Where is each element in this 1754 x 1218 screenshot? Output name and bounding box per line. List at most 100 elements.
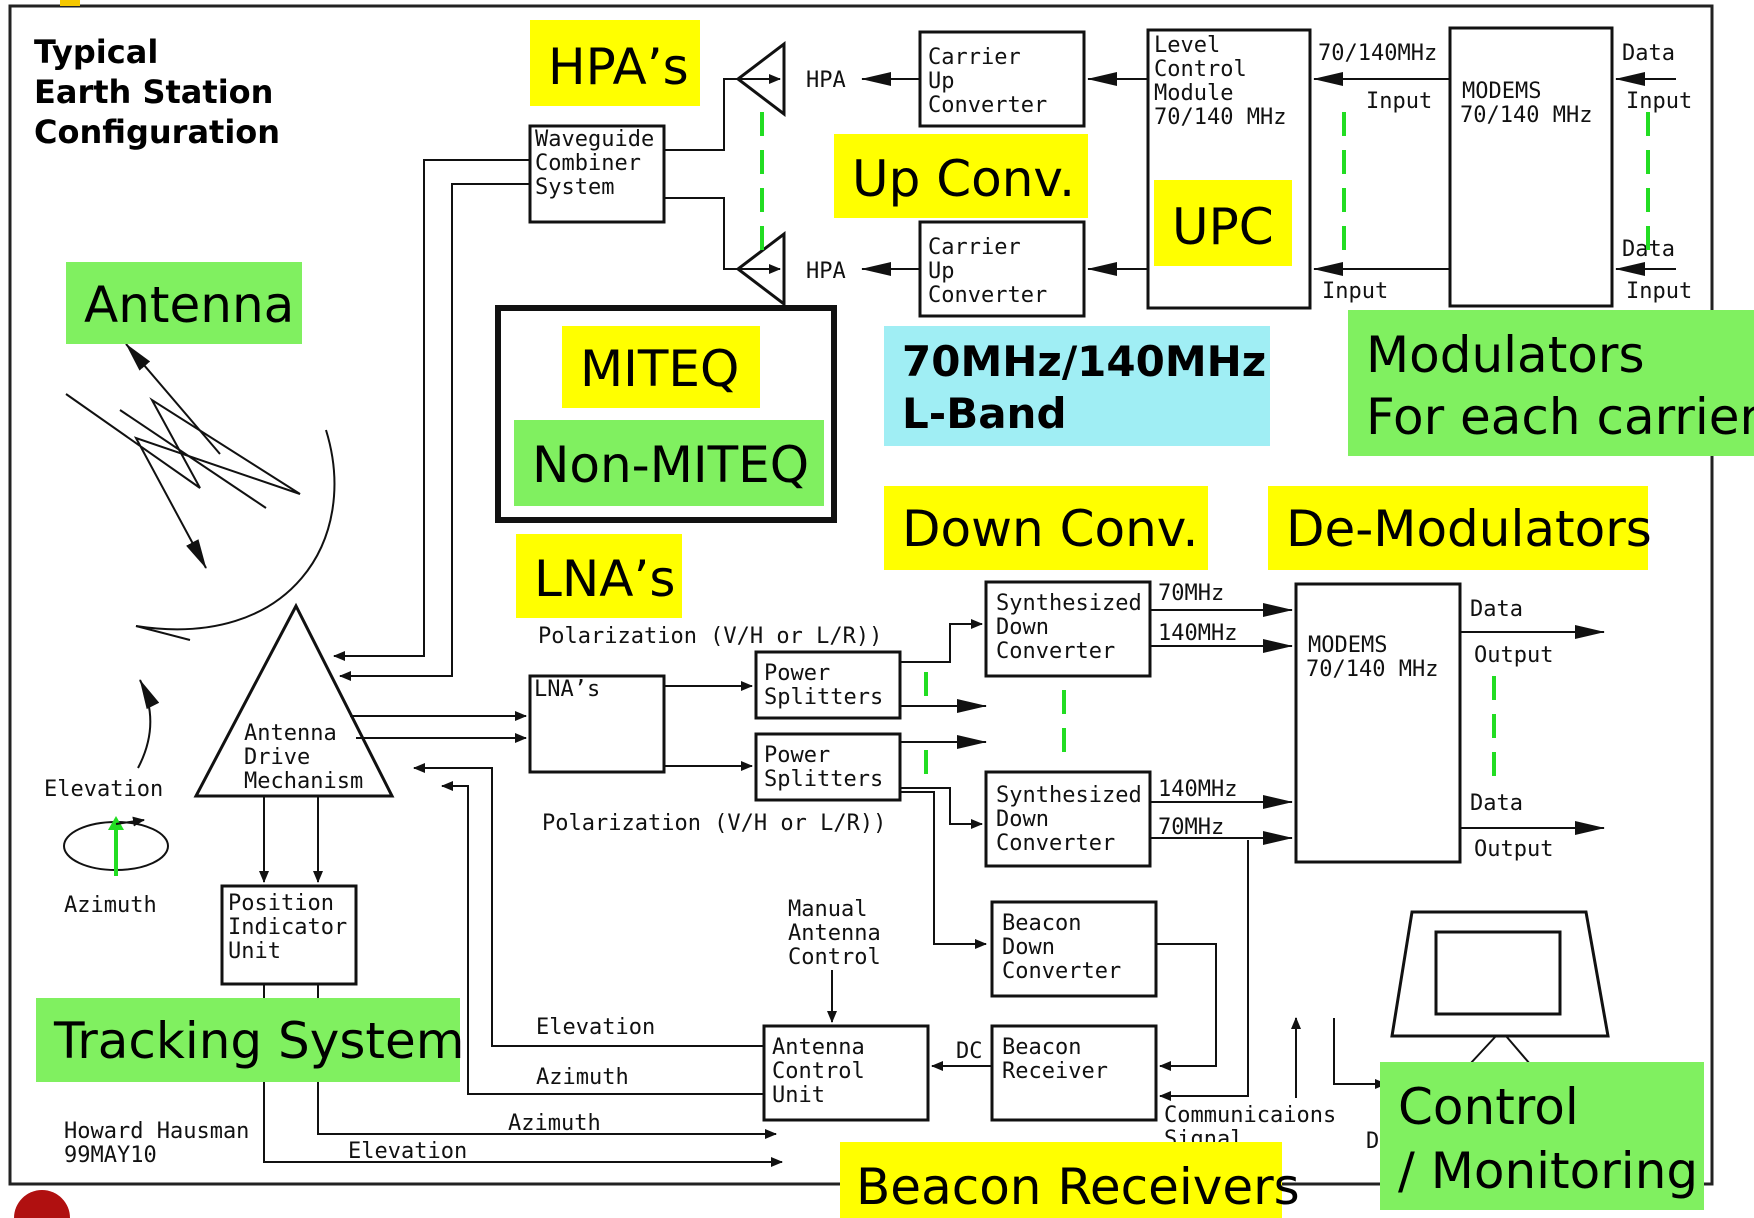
synth-down-top-3: Converter	[996, 639, 1115, 664]
control-highlight	[1380, 1062, 1704, 1210]
freq-line-1: 70MHz/140MHz	[902, 337, 1266, 386]
logo-fragment	[14, 1190, 70, 1218]
dish-rim	[135, 625, 191, 641]
azimuth-bottom-label: Azimuth	[508, 1111, 601, 1136]
signal-bolt-up	[125, 343, 221, 455]
wire-control-in	[1333, 1018, 1387, 1089]
corner-accent	[60, 0, 80, 6]
antenna-control-box	[762, 1024, 930, 1122]
title-line-3: Configuration	[34, 113, 280, 151]
antenna-highlight	[66, 262, 302, 344]
carrier-up-top-box	[918, 30, 1086, 128]
author-name: Howard Hausman	[64, 1119, 249, 1144]
wire-acu-drive-az	[441, 781, 764, 1095]
antenna-control-1: Antenna	[772, 1035, 865, 1060]
power-splitter-top-1: Power	[764, 661, 830, 686]
power-splitter-top-box	[754, 650, 902, 720]
synth-down-bottom-3: Converter	[996, 831, 1115, 856]
upc-highlight	[1154, 180, 1292, 266]
carrier-up-bottom-box	[918, 220, 1086, 318]
antenna-drive-2: Drive	[244, 745, 310, 770]
waveguide-combiner-box	[528, 124, 666, 224]
output-bottom: Output	[1474, 837, 1553, 862]
lnas-highlight	[516, 534, 682, 618]
position-indicator-box	[220, 884, 358, 986]
level-control-2: Control	[1154, 57, 1247, 82]
position-indicator-3: Unit	[228, 939, 281, 964]
freq-line-2: L-Band	[902, 389, 1067, 438]
elevation-line-label: Elevation	[536, 1015, 655, 1040]
synth-down-bottom-1: Synthesized	[996, 783, 1142, 808]
wire-ps-sdc-bottom	[900, 787, 983, 829]
beacon-receiver-box	[990, 1024, 1158, 1122]
wire-wg-antenna-2	[339, 183, 530, 681]
downconv-label: Down Conv.	[902, 500, 1198, 558]
demod-label: De-Modulators	[1286, 500, 1652, 558]
synth-down-top-box	[984, 580, 1152, 678]
wire-ps-beacon	[900, 791, 987, 949]
modems-up-1: MODEMS	[1462, 79, 1541, 104]
monitor-stand	[1469, 1035, 1531, 1065]
wire-wg-hpa-bottom	[664, 197, 781, 274]
beacon-receiver-2: Receiver	[1002, 1059, 1108, 1084]
data-out-top: Data	[1470, 597, 1523, 622]
manual-control-3: Control	[788, 945, 881, 970]
input-label-bottom: Input	[1322, 279, 1388, 304]
beacon-receivers-label: Beacon Receivers	[856, 1158, 1300, 1216]
power-splitter-bottom-box	[754, 732, 902, 802]
control-line-2: / Monitoring	[1398, 1142, 1698, 1200]
wire-wg-antenna-1	[333, 159, 530, 661]
beacon-receiver-1: Beacon	[1002, 1035, 1081, 1060]
azimuth-arrow	[115, 816, 145, 827]
power-splitter-top-2: Splitters	[764, 685, 883, 710]
monitor-screen	[1434, 930, 1562, 1016]
power-splitter-bottom-2: Splitters	[764, 767, 883, 792]
dc-label: DC	[956, 1039, 983, 1064]
wire-comm-br	[1159, 840, 1249, 1101]
antenna-control-3: Unit	[772, 1083, 825, 1108]
carrier-up-top-1: Carrier	[928, 45, 1021, 70]
title-line-1: Typical	[34, 33, 158, 71]
elevation-arrow	[137, 679, 160, 769]
manual-control-2: Antenna	[788, 921, 881, 946]
downconv-highlight	[884, 486, 1208, 570]
position-indicator-2: Indicator	[228, 915, 347, 940]
signal-bolt-mid	[119, 409, 267, 509]
wire-bdc-br	[1156, 943, 1217, 1071]
wire-acu-drive-elev	[413, 763, 764, 1047]
waveguide-line-1: Waveguide	[535, 127, 654, 152]
input-label-top: Input	[1366, 89, 1432, 114]
carrier-up-top-3: Converter	[928, 93, 1047, 118]
wire-wg-hpa-top	[664, 74, 781, 151]
author-date: 99MAY10	[64, 1143, 157, 1168]
data-label-top: Data	[1622, 41, 1675, 66]
modems-down-1: MODEMS	[1308, 633, 1387, 658]
beacon-down-2: Down	[1002, 935, 1055, 960]
level-control-4: 70/140 MHz	[1154, 105, 1286, 130]
freq-70-140-label: 70/140MHz	[1318, 41, 1437, 66]
carrier-up-bottom-3: Converter	[928, 283, 1047, 308]
modems-down-box	[1294, 582, 1462, 864]
dish-reflector	[135, 429, 336, 631]
carrier-up-top-2: Up	[928, 69, 955, 94]
modulators-line-1: Modulators	[1366, 326, 1645, 384]
beacon-down-box	[990, 900, 1158, 998]
azimuth-label: Azimuth	[64, 893, 157, 918]
antenna-drive-3: Mechanism	[244, 769, 363, 794]
lna-box	[528, 674, 666, 774]
data-input-bottom: Input	[1626, 279, 1692, 304]
data-out-bottom: Data	[1470, 791, 1523, 816]
level-control-1: Level	[1154, 33, 1220, 58]
tracking-label: Tracking System	[53, 1012, 465, 1070]
manual-control-1: Manual	[788, 897, 867, 922]
title-line-2: Earth Station	[34, 73, 273, 111]
upconv-label: Up Conv.	[852, 150, 1075, 208]
d-label: D	[1366, 1129, 1379, 1154]
data-input-top: Input	[1626, 89, 1692, 114]
modulators-line-2: For each carrier	[1366, 388, 1754, 446]
elevation-bottom-label: Elevation	[348, 1139, 467, 1164]
elevation-label: Elevation	[44, 777, 163, 802]
antenna-drive-1: Antenna	[244, 721, 337, 746]
miteq-label: MITEQ	[580, 340, 739, 398]
